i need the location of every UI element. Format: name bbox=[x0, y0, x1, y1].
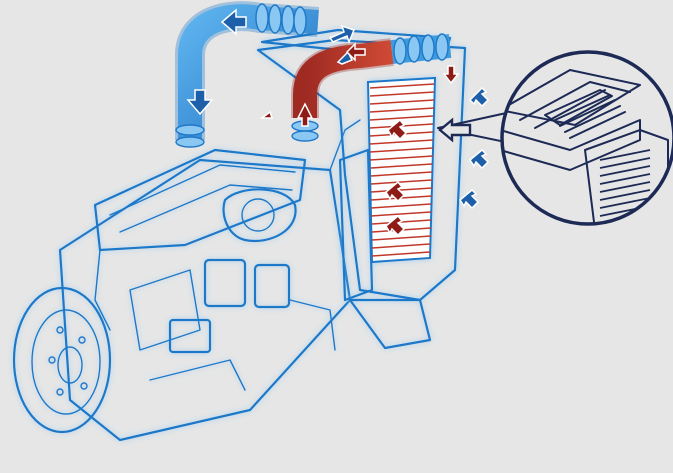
zoom-detail-circle-icon bbox=[500, 52, 673, 230]
engine-outline-icon bbox=[14, 120, 360, 440]
